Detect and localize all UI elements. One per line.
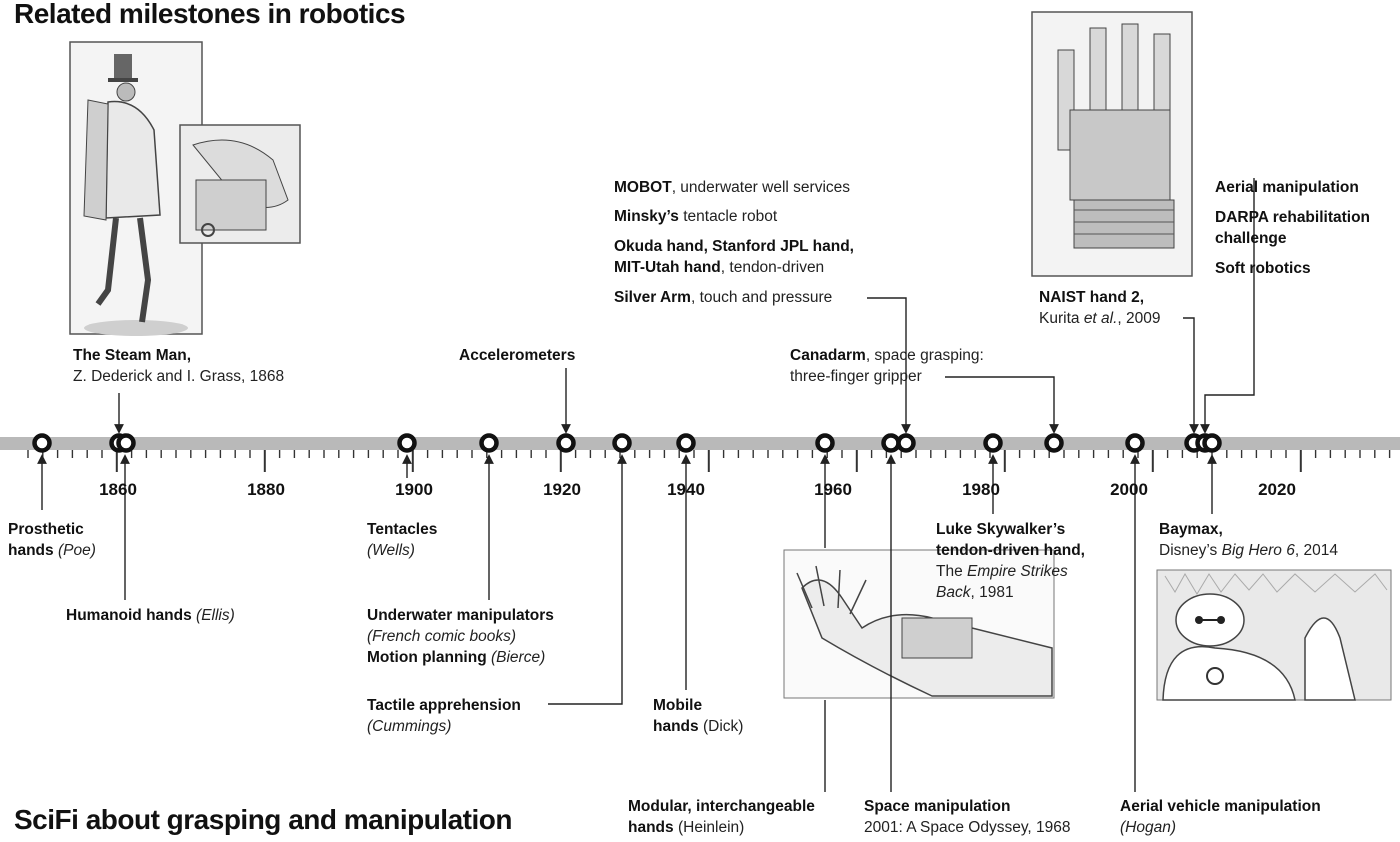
connector-tactile (548, 454, 627, 705)
luke-hand-illustration (783, 549, 1055, 699)
baymax-label: Baymax,Disney’s Big Hero 6, 2014 (1159, 521, 1338, 559)
event-marker (815, 433, 835, 453)
tentacles-label: Tentacles(Wells) (367, 521, 438, 559)
event-marker (556, 433, 576, 453)
soft-robotics-label: Soft robotics (1215, 260, 1311, 277)
event-marker (32, 433, 52, 453)
tactile-apprehension-label: Tactile apprehension(Cummings) (367, 697, 521, 735)
event-marker (1202, 433, 1222, 453)
year-label: 1980 (962, 480, 1000, 499)
event-marker (1044, 433, 1064, 453)
naist-label: NAIST hand 2,Kurita et al., 2009 (1039, 289, 1161, 327)
steam-man-label: The Steam Man,Z. Dederick and I. Grass, … (73, 347, 285, 385)
event-marker (397, 433, 417, 453)
year-label: 2020 (1258, 480, 1296, 499)
header-scifi: SciFi about grasping and manipulation (14, 804, 512, 835)
year-label: 1860 (99, 480, 137, 499)
steam-man-illustration (69, 41, 301, 336)
year-label: 1880 (247, 480, 285, 499)
accelerometers-label: Accelerometers (459, 347, 576, 364)
year-label: 1900 (395, 480, 433, 499)
baymax-illustration (1156, 569, 1392, 701)
year-label: 1920 (543, 480, 581, 499)
connectors (37, 178, 1255, 792)
aerial-manipulation-label: Aerial manipulation (1215, 179, 1359, 196)
okuda-label: Okuda hand, Stanford JPL hand,MIT-Utah h… (614, 238, 854, 276)
connector-canadarm (945, 376, 1059, 434)
naist-hand-illustration (1031, 11, 1193, 277)
event-marker (896, 433, 916, 453)
connector-naist (1183, 317, 1199, 434)
aerial-vehicle-label: Aerial vehicle manipulation(Hogan) (1120, 798, 1321, 836)
minsky-label: Minsky’s tentacle robot (614, 208, 778, 225)
event-markers (32, 433, 1222, 453)
timeline-ticks (27, 450, 1391, 472)
silver-arm-label: Silver Arm, touch and pressure (614, 289, 833, 306)
year-label: 2000 (1110, 480, 1148, 499)
event-marker (676, 433, 696, 453)
event-marker (479, 433, 499, 453)
underwater-manipulators-label: Underwater manipulators(French comic boo… (367, 607, 554, 666)
connector-aerial (1200, 178, 1255, 434)
year-label: 1960 (814, 480, 852, 499)
event-marker (612, 433, 632, 453)
header-robotics: Related milestones in robotics (14, 0, 406, 29)
mobot-label: MOBOT, underwater well services (614, 179, 851, 196)
canadarm-label: Canadarm, space grasping:three-finger gr… (790, 347, 984, 385)
event-marker (1125, 433, 1145, 453)
connector-silver-arm (867, 297, 911, 434)
humanoid-hands-label: Humanoid hands (Ellis) (66, 607, 235, 624)
event-marker (983, 433, 1003, 453)
event-marker (116, 433, 136, 453)
year-label: 1940 (667, 480, 705, 499)
